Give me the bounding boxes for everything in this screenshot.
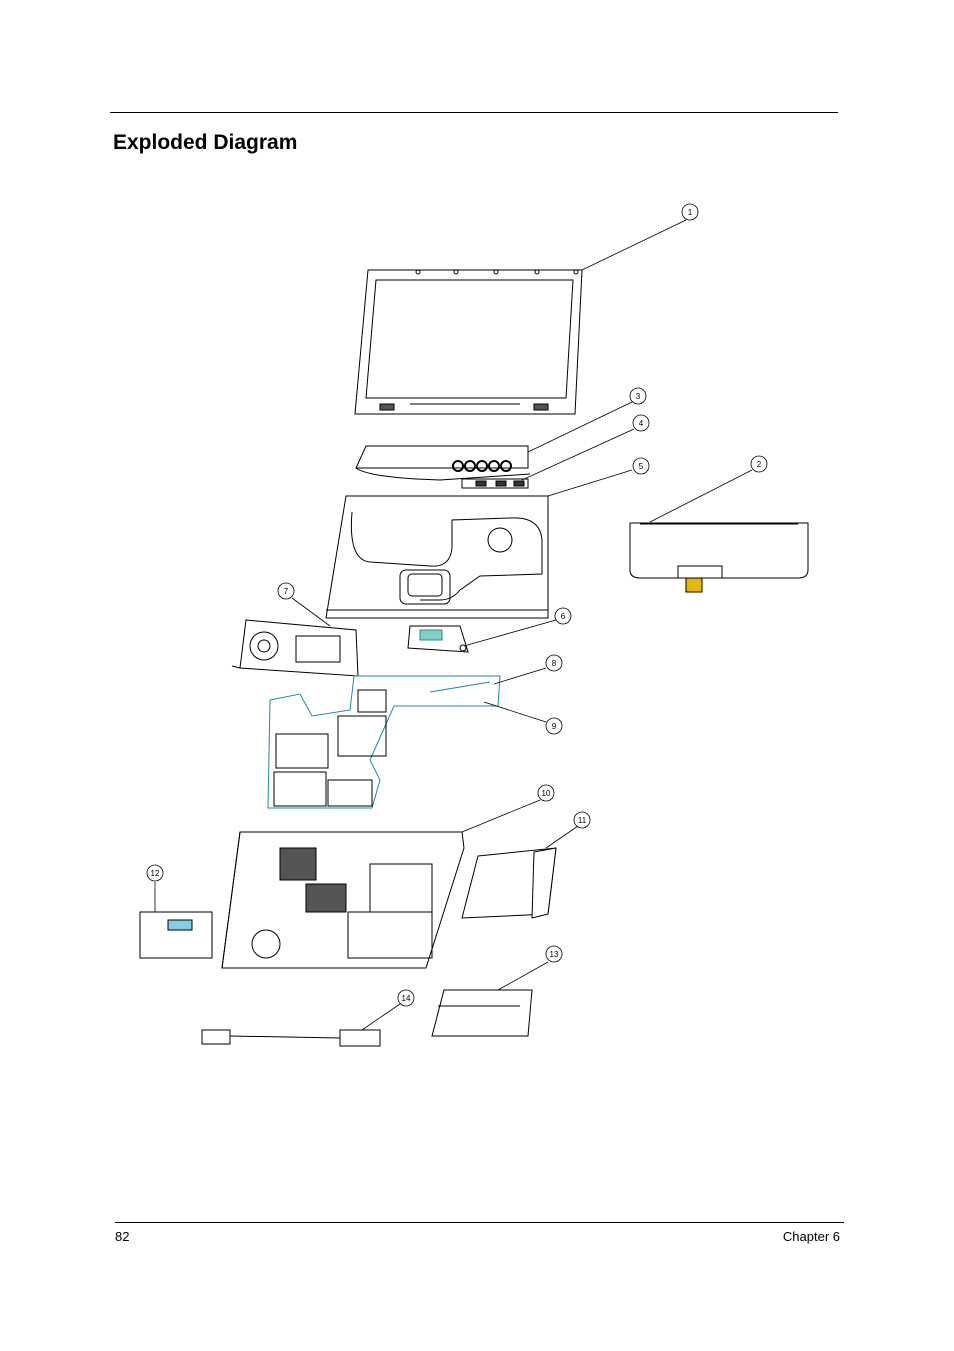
base-chassis bbox=[221, 831, 465, 969]
callout-5: 5 bbox=[639, 462, 644, 471]
center-bezel bbox=[355, 445, 531, 481]
hdd-cage bbox=[139, 911, 213, 959]
callout-3: 3 bbox=[636, 392, 641, 401]
callout-1: 1 bbox=[688, 208, 693, 217]
leader-lines bbox=[154, 219, 753, 1031]
keyboard bbox=[629, 522, 809, 593]
mainboard bbox=[267, 675, 501, 809]
button-board bbox=[461, 478, 529, 489]
page-number: 82 bbox=[115, 1229, 130, 1244]
optical-drive bbox=[461, 847, 557, 919]
footer-rule bbox=[115, 1222, 844, 1223]
callout-4: 4 bbox=[639, 419, 644, 428]
audio-board bbox=[407, 625, 469, 653]
callouts bbox=[146, 203, 768, 1007]
callout-labels: 1 2 3 4 5 6 7 8 9 10 11 12 13 14 bbox=[151, 208, 762, 1003]
callout-12: 12 bbox=[151, 869, 160, 878]
callout-10: 10 bbox=[542, 789, 551, 798]
chapter-label: Chapter 6 bbox=[782, 1229, 840, 1244]
top-cover bbox=[325, 495, 549, 619]
thermal-module bbox=[231, 619, 359, 677]
lcd-panel bbox=[354, 269, 583, 415]
header-rule bbox=[110, 112, 838, 113]
callout-11: 11 bbox=[578, 816, 587, 825]
callout-6: 6 bbox=[561, 612, 566, 621]
callout-14: 14 bbox=[402, 994, 411, 1003]
callout-9: 9 bbox=[552, 722, 557, 731]
battery bbox=[431, 989, 533, 1037]
callout-2: 2 bbox=[757, 460, 762, 469]
callout-7: 7 bbox=[284, 587, 289, 596]
page-title: Exploded Diagram bbox=[113, 131, 298, 154]
callout-8: 8 bbox=[552, 659, 557, 668]
speakers bbox=[201, 1029, 381, 1047]
callout-13: 13 bbox=[550, 950, 559, 959]
